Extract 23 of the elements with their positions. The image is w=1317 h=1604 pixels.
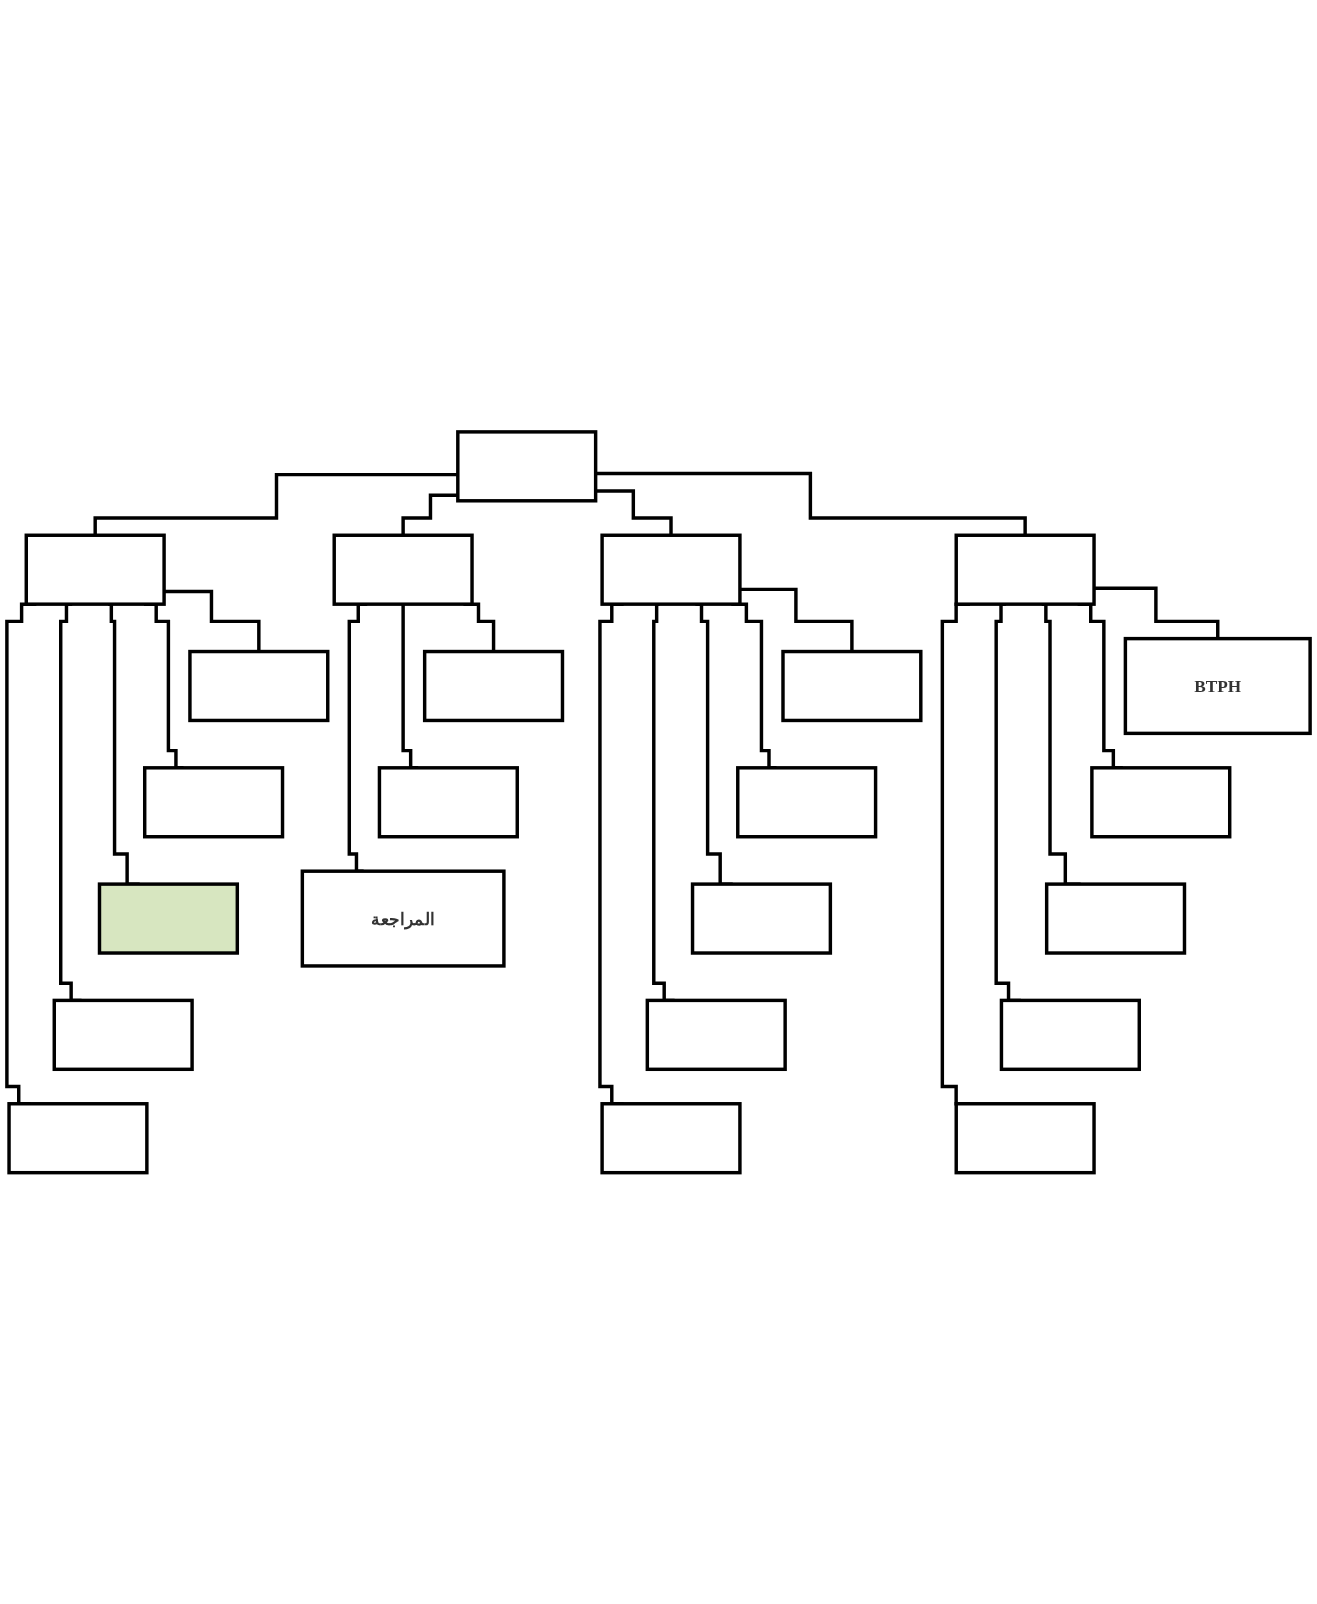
node-box bbox=[600, 533, 742, 606]
node-box bbox=[7, 1101, 149, 1175]
node-box: BTPH bbox=[1123, 636, 1312, 735]
node-box bbox=[1044, 882, 1187, 955]
node-box bbox=[188, 649, 330, 722]
node-box bbox=[24, 533, 166, 606]
node-box bbox=[143, 765, 285, 839]
node-box bbox=[781, 649, 923, 722]
node-box bbox=[690, 882, 833, 955]
node-box bbox=[645, 998, 787, 1071]
node-box bbox=[456, 429, 598, 503]
node-box bbox=[422, 649, 565, 722]
node-box bbox=[999, 998, 1141, 1071]
node-box bbox=[954, 533, 1096, 606]
node-box: المراجعة bbox=[300, 869, 506, 968]
node-box bbox=[97, 882, 240, 955]
node-box bbox=[954, 1101, 1096, 1175]
node-box bbox=[332, 533, 474, 606]
node-box bbox=[52, 998, 194, 1071]
node-box bbox=[600, 1101, 742, 1175]
node-box bbox=[1090, 765, 1232, 839]
node-box bbox=[377, 765, 519, 839]
node-box bbox=[736, 765, 878, 839]
